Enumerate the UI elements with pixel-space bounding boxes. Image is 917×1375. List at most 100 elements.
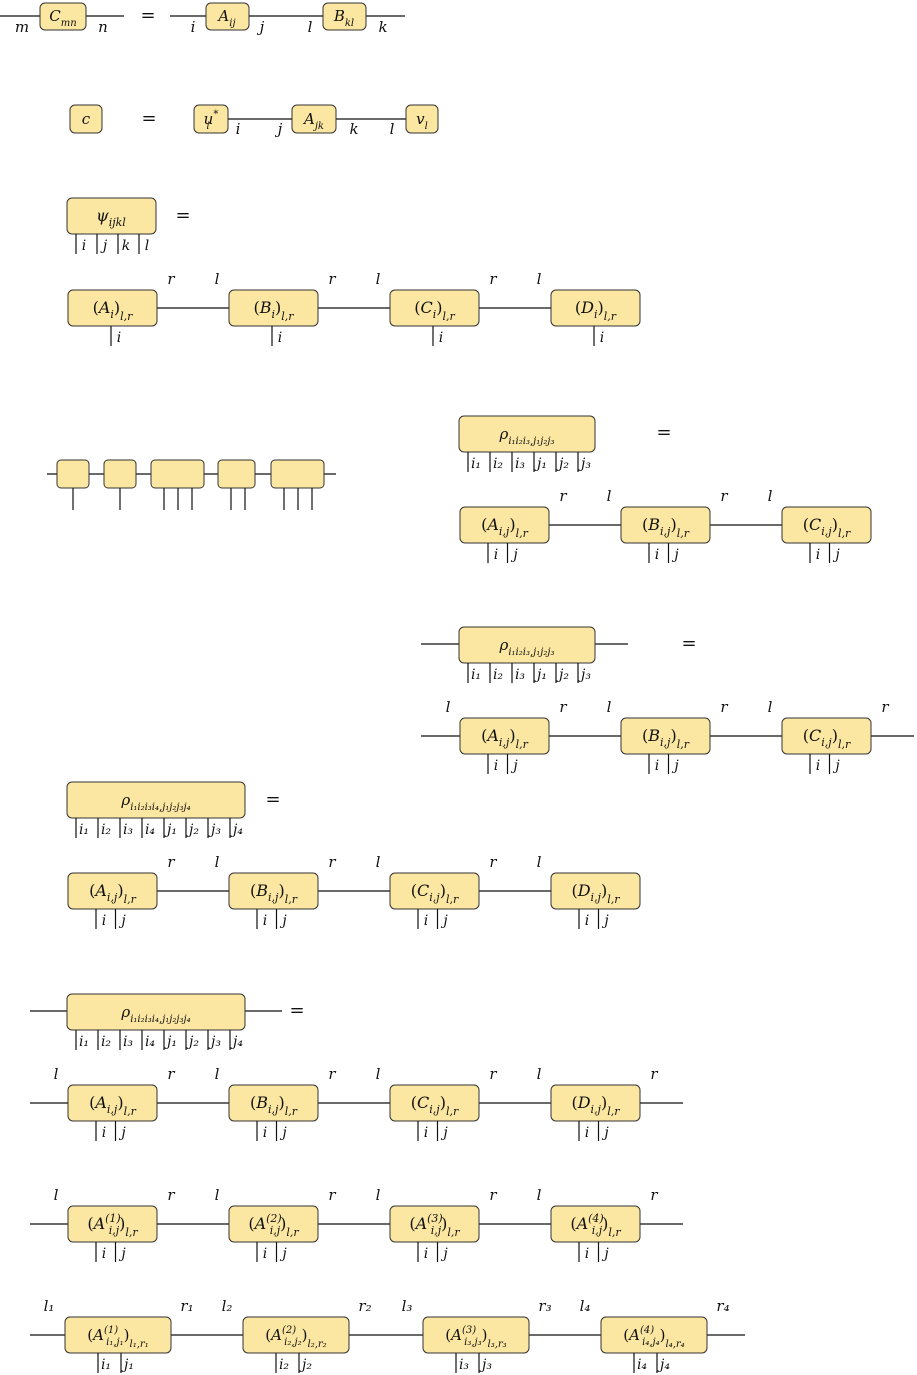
tensor-label-part: ) xyxy=(832,726,838,745)
tensor-label: ρi₁i₂i₃,j₁j₂j₃ xyxy=(499,425,555,447)
tensor-label-part: ( xyxy=(445,1326,451,1344)
tensor-label-part: ψ xyxy=(96,206,109,225)
index-label: l xyxy=(390,120,395,138)
tensor-label-part: i,j xyxy=(660,736,671,749)
tensor-label-part: ( xyxy=(571,1093,577,1112)
index-label: i xyxy=(102,1246,106,1262)
tensor-label-part: ( xyxy=(87,1214,93,1233)
tensor-label-part: i,j xyxy=(821,736,832,749)
index-label: i xyxy=(585,1125,589,1141)
tensor-label-part: ( xyxy=(414,298,420,317)
tensor-label-part: B xyxy=(333,7,345,25)
tensor-label-part: l₁,r₁ xyxy=(130,1339,149,1350)
index-label: j xyxy=(601,913,609,929)
tensor-label: Aij xyxy=(216,7,235,29)
tensor-label-part: kl xyxy=(345,18,354,29)
tensor-label-part: ( xyxy=(250,881,256,900)
tensor-label-part: i,j xyxy=(499,525,510,538)
tensor-label-part: (3) xyxy=(462,1325,476,1336)
index-label: j xyxy=(510,547,518,563)
index-label: j xyxy=(832,758,840,774)
tensor-label-part: A xyxy=(92,1214,106,1233)
tensor-label-part: C xyxy=(809,515,821,534)
tensor-label-part: ) xyxy=(114,298,120,317)
tensor-box xyxy=(291,104,337,134)
tensor-label-part: ( xyxy=(481,515,487,534)
bond-label: l xyxy=(446,698,451,716)
bond-label: r xyxy=(167,1065,175,1083)
tensor-label-part: ) xyxy=(124,1326,130,1344)
tensor-label-part: i xyxy=(594,308,598,321)
index-label: i₄ xyxy=(145,1034,155,1050)
index-label: i xyxy=(424,1125,428,1141)
bond-label: l xyxy=(376,1186,381,1204)
tensor-label: Bkl xyxy=(333,7,354,29)
tensor-label-part: C xyxy=(417,1093,429,1112)
tensor-label-part: ) xyxy=(509,515,515,534)
tensor-label-part: ( xyxy=(575,298,581,317)
tensor-label-part: ρ xyxy=(120,791,130,809)
tensor-label-part: ) xyxy=(670,515,676,534)
index-label: i₄ xyxy=(145,822,155,838)
index-label: j xyxy=(832,547,840,563)
tensor-label-part: i,j xyxy=(429,891,440,904)
index-label: j xyxy=(275,120,283,138)
tensor-box xyxy=(550,1205,641,1243)
index-label: j₁ xyxy=(534,456,547,472)
tensor-label-part: B xyxy=(259,298,272,317)
tensor-label-part: C xyxy=(809,726,821,745)
tensor-box xyxy=(405,104,439,134)
tensor-label: ρi₁i₂i₃i₄,j₁j₂j₃j₄ xyxy=(120,1003,190,1025)
index-label: j₃ xyxy=(479,1357,492,1373)
tensor-label-part: i₁i₂i₃,j₁j₂j₃ xyxy=(508,436,554,447)
tensor-box xyxy=(67,1084,158,1122)
tensor-label-part: (4) xyxy=(640,1325,654,1336)
bond-label: l xyxy=(54,1065,59,1083)
bond-label: l₃ xyxy=(402,1297,413,1315)
equals-sign: = xyxy=(656,422,671,443)
bond-label: l xyxy=(607,698,612,716)
index-label: k xyxy=(349,120,358,138)
tensor-label-part: l,r xyxy=(677,527,690,540)
bond-label: r xyxy=(489,270,497,288)
tensor-label-part: ) xyxy=(602,1214,608,1233)
bond-label: l xyxy=(54,1186,59,1204)
tensor-label: Cmn xyxy=(49,7,76,29)
tensor-label-part: i xyxy=(206,121,209,132)
tensor-label-part: A xyxy=(627,1326,640,1344)
equals-sign: = xyxy=(175,205,190,226)
tensor-label-part: i,j xyxy=(591,891,602,904)
tensor-label-part: l,r xyxy=(443,310,456,323)
tensor-label-part: A xyxy=(93,1093,107,1112)
tensor-label-part: c xyxy=(82,110,91,128)
index-label: j xyxy=(440,1246,448,1262)
tensor-label-part: l,r xyxy=(516,738,529,751)
tensor-label-part: i,j xyxy=(499,736,510,749)
tensor-label-part: l,r xyxy=(447,1226,460,1239)
index-label: k xyxy=(122,238,130,254)
tensor-label-part: i₁,j₁ xyxy=(106,1337,124,1348)
tensor-label-part: B xyxy=(647,515,660,534)
tensor-label-part: ) xyxy=(117,881,123,900)
tensor-label-part: C xyxy=(49,7,61,25)
index-label: i₂ xyxy=(101,822,111,838)
tensor-label-part: ( xyxy=(89,1093,95,1112)
bond-label: l xyxy=(376,270,381,288)
tensor-label-part: A xyxy=(269,1326,282,1344)
bond-label: r xyxy=(167,853,175,871)
tensor-label-part: ( xyxy=(411,1093,417,1112)
tensor-label-part: * xyxy=(213,109,218,120)
tensor-label-part: ( xyxy=(642,726,648,745)
index-label: j xyxy=(118,913,126,929)
index-label: j₂ xyxy=(556,667,569,683)
index-label: j₂ xyxy=(186,1034,199,1050)
tensor-label: vl xyxy=(416,110,428,132)
index-label: j₁ xyxy=(164,822,177,838)
index-label: i xyxy=(236,120,241,138)
tensor-label-part: ) xyxy=(119,1214,125,1233)
index-label: j xyxy=(279,1246,287,1262)
tensor-box xyxy=(620,506,711,544)
tensor-label-part: ( xyxy=(409,1214,415,1233)
tensor-box xyxy=(458,626,596,664)
tensor-box xyxy=(150,459,205,489)
